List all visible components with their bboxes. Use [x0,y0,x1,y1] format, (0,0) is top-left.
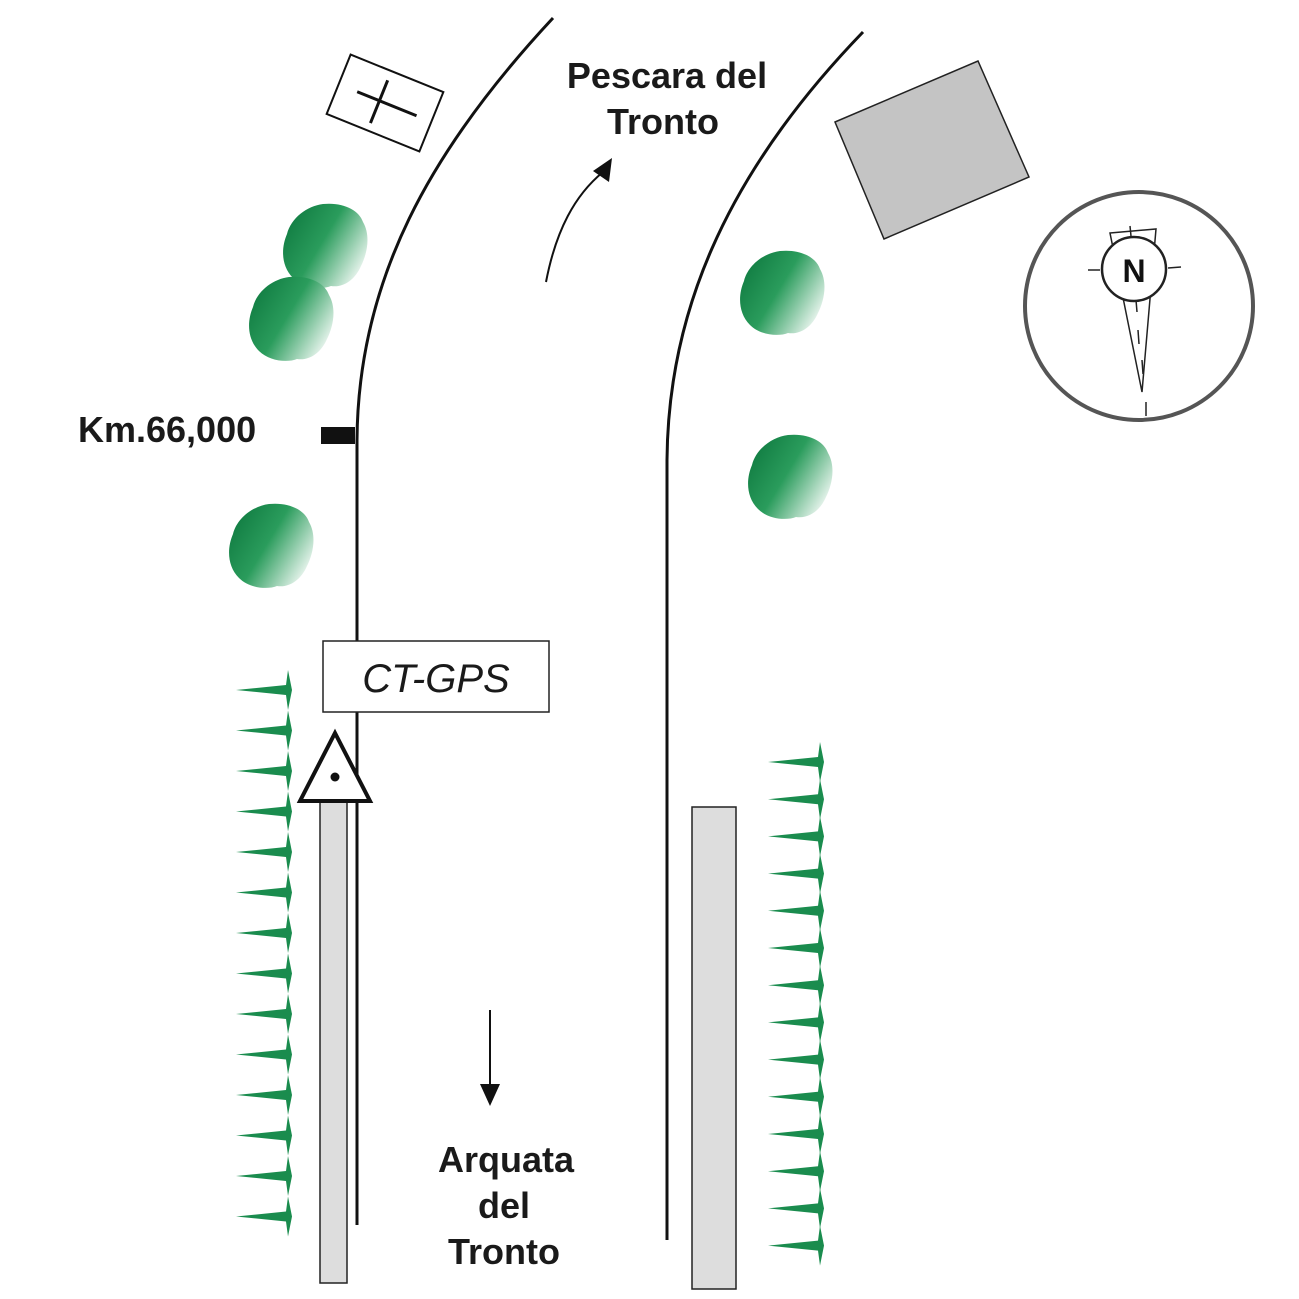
triangle-survey-point-icon [296,728,374,803]
tree-icon [283,203,368,288]
church-icon [325,53,445,153]
kilometre-marker-label: Km.66,000 [78,409,256,450]
tree-icon [748,434,833,519]
road-right-edge [665,30,865,1240]
trees [229,203,833,588]
hedge-icon [768,965,824,1006]
hedge-icon [236,710,292,751]
destination-south-line2: del [478,1185,530,1226]
hedge-icon [768,742,824,782]
tree-icon [249,276,334,361]
building-icon [834,60,1030,240]
sidewalk-left [319,799,348,1284]
arrow-icon [545,158,612,283]
hedge-icon [768,1188,824,1229]
road-left-edge [355,16,555,1225]
hedge-icon [768,1039,824,1080]
hedge-icon [236,1156,292,1196]
hedge-icon [236,1115,292,1156]
hedge-icon [236,1075,292,1115]
road [355,16,865,1240]
destination-south-line3: Tronto [448,1231,560,1272]
hedge-icon [768,816,824,857]
hedge-icon [768,928,824,968]
hedge-left [236,670,292,1237]
hedge-icon [236,791,292,832]
hedge-icon [768,1114,824,1154]
hedge-icon [236,670,292,710]
hedge-icon [236,1034,292,1075]
hedge-icon [768,779,824,820]
hedge-icon [236,913,292,953]
hedge-icon [236,751,292,791]
destination-north-line1: Pescara del [567,55,767,96]
compass-icon: N [1023,190,1255,422]
hedge-right [768,742,824,1266]
destination-north-line2: Tronto [607,101,719,142]
hedge-icon [236,832,292,872]
hedge-icon [236,872,292,913]
hedge-icon [236,1196,292,1237]
station-label-box [322,640,550,713]
destination-south-line1: Arquata [438,1139,575,1180]
hedge-icon [768,1076,824,1117]
hedge-icon [768,1002,824,1043]
station-label: CT-GPS [362,657,510,701]
tree-icon [229,503,314,588]
arrow-icon [480,1010,500,1106]
hedge-icon [236,994,292,1034]
hedge-icon [768,853,824,894]
sidewalk-right [691,806,737,1290]
hedge-icon [236,953,292,994]
compass-north-label: N [1122,253,1145,289]
hedge-icon [768,1151,824,1192]
hedge-icon [768,1225,824,1266]
tree-icon [740,250,825,335]
kilometre-marker-icon [321,427,355,444]
hedge-icon [768,890,824,931]
